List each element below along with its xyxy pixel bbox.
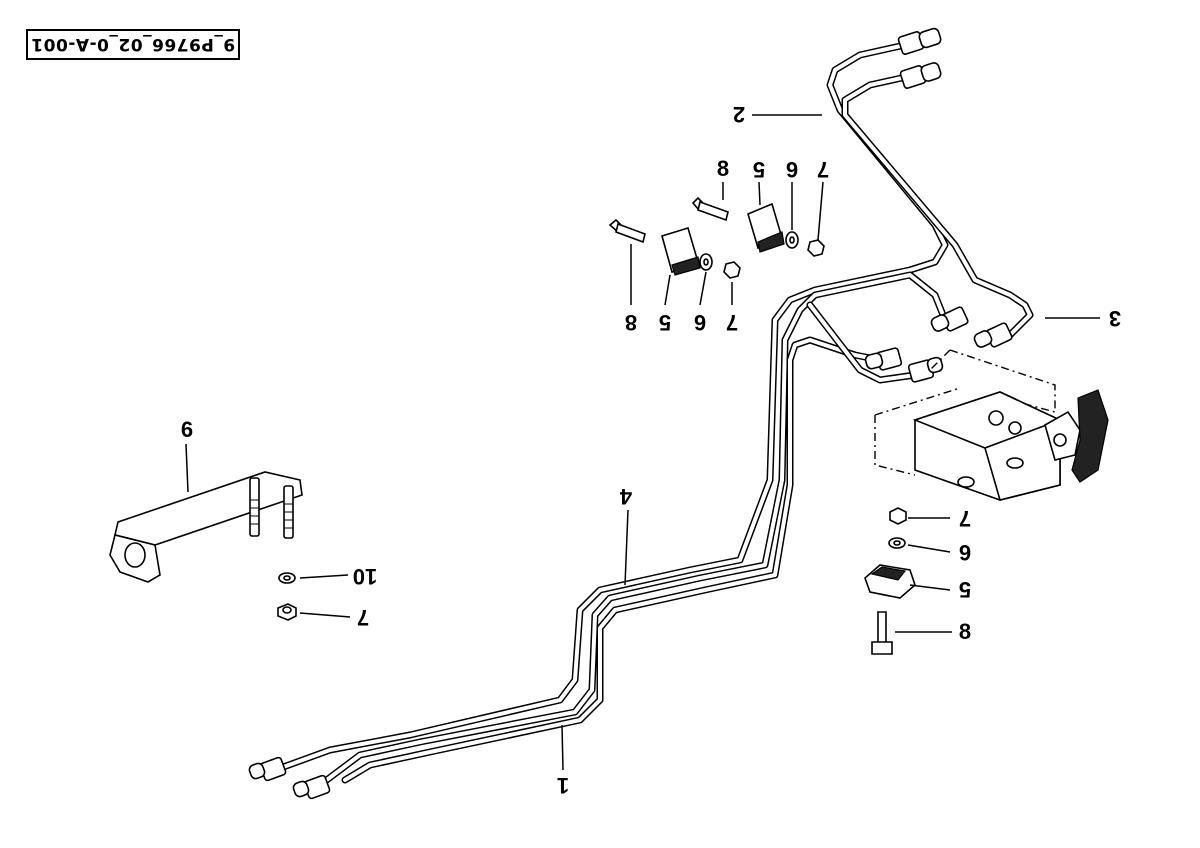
callout-2: 2	[732, 102, 746, 127]
callout-8-left: 8	[624, 310, 638, 335]
callout-7-mid: 7	[725, 310, 739, 335]
distributor-block[interactable]	[874, 349, 1109, 501]
clamp-group-left[interactable]	[608, 218, 741, 279]
drawing-reference-box: 9_P9766_02_0-A-001	[26, 29, 240, 60]
pipe-4[interactable]	[316, 271, 949, 789]
callout-6-right: 6	[958, 540, 972, 565]
fitting-mid-1	[930, 306, 969, 332]
callout-8-upper: 8	[716, 156, 730, 181]
washer-10[interactable]	[278, 572, 296, 584]
callout-6-bracket: 6	[180, 417, 194, 442]
callout-7-left: 7	[356, 605, 370, 630]
callout-8-right: 8	[958, 619, 972, 644]
callout-5-left: 5	[658, 310, 672, 335]
leaders	[185, 114, 1100, 771]
callout-6-left: 6	[693, 310, 707, 335]
fitting-mid-2	[864, 347, 903, 371]
callout-3: 3	[1108, 306, 1122, 331]
callout-4: 4	[619, 484, 633, 509]
callout-7-right: 7	[958, 506, 972, 531]
fitting-bottom-2	[292, 774, 331, 800]
callout-1: 1	[556, 773, 570, 798]
bracket[interactable]	[109, 471, 303, 583]
callout-10: 10	[352, 564, 378, 589]
fitting-right-1	[973, 322, 1013, 348]
callout-5-upper: 5	[752, 157, 766, 182]
clamp-group-upper[interactable]	[691, 196, 825, 257]
callout-7-upper: 7	[816, 157, 830, 182]
fitting-top-1	[897, 27, 942, 55]
drawing-reference: 9_P9766_02_0-A-001	[30, 34, 236, 55]
fitting-top-2	[899, 62, 942, 89]
pipe-2[interactable]	[271, 41, 1034, 774]
nut-7-left[interactable]	[277, 603, 297, 621]
clamp-group-right[interactable]	[864, 507, 916, 655]
fitting-mid-3	[907, 356, 944, 383]
fitting-bottom-1	[248, 756, 287, 782]
callout-5-right: 5	[958, 577, 972, 602]
callout-6-upper: 6	[785, 157, 799, 182]
